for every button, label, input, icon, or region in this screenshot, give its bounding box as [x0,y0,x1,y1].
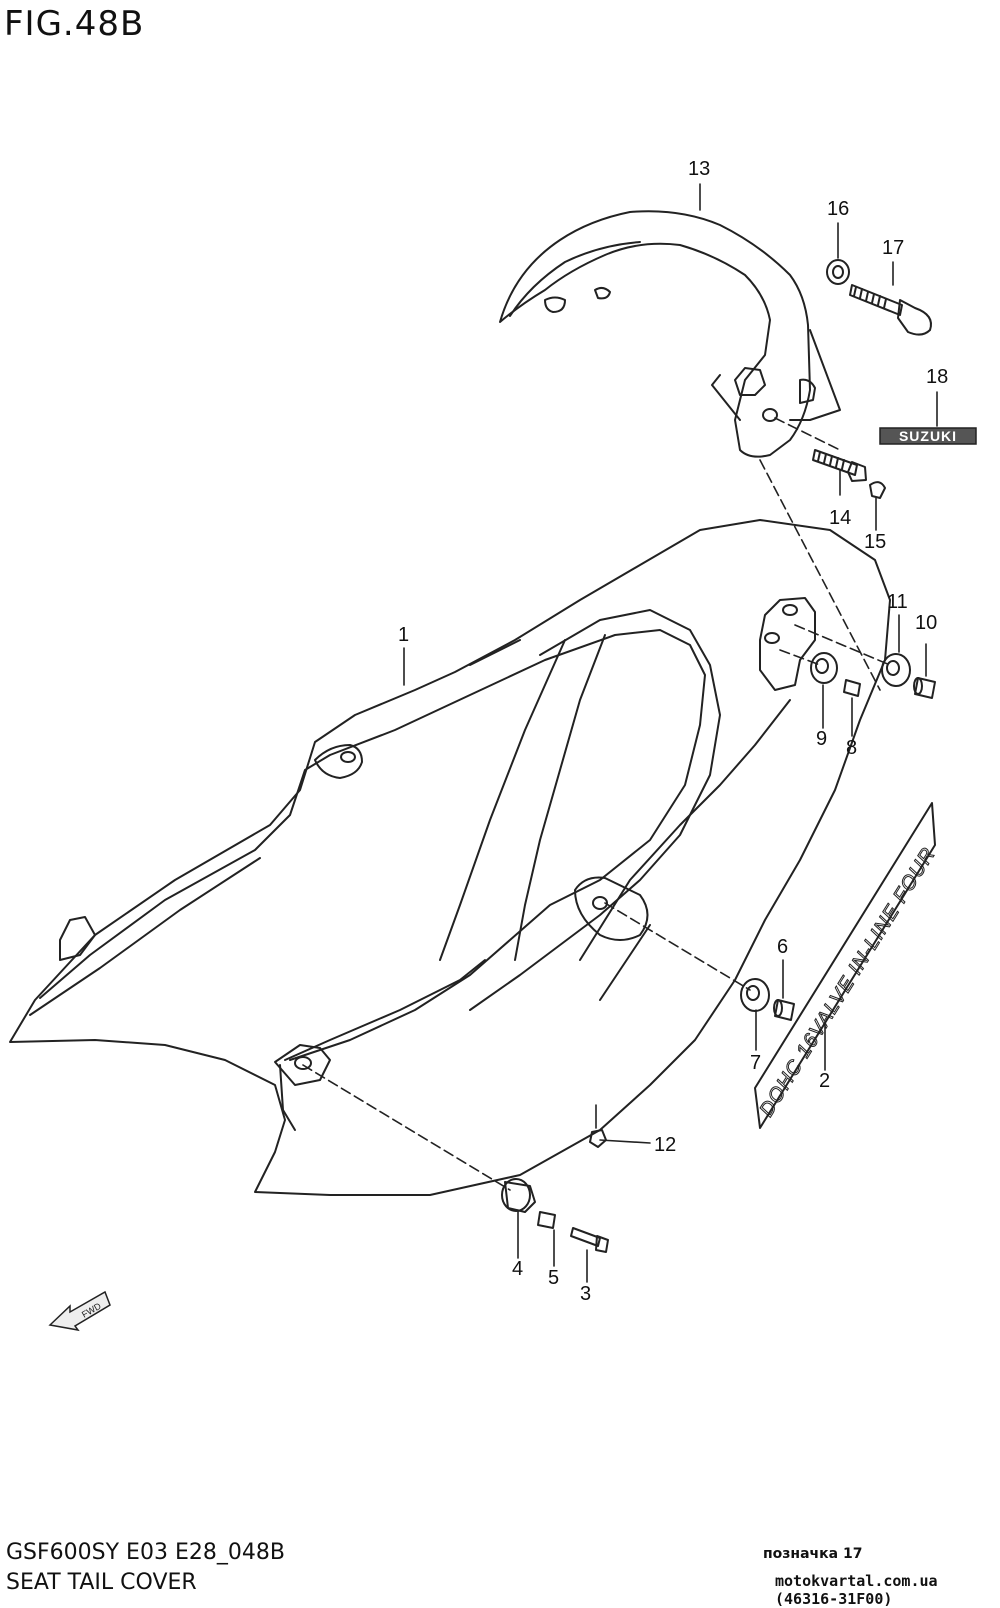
callout-9: 9 [816,728,828,750]
callout-15: 15 [864,531,887,553]
source-watermark: motokvartal.com.ua (46316-31F00) [775,1572,938,1608]
callout-10: 10 [915,612,938,634]
callout-2: 2 [819,1070,831,1092]
collar-part-10 [913,677,936,699]
bolt-part-17 [849,284,932,336]
fwd-arrow-icon: FWD [48,1290,111,1332]
collar-part-8 [843,679,861,697]
collar-part-6 [773,999,795,1021]
callout-18: 18 [926,366,949,388]
callout-13: 13 [688,158,711,180]
callout-17: 17 [882,237,905,259]
callout-16: 16 [827,198,850,220]
grommet-part-11 [881,653,911,687]
grommet-part-9 [810,652,838,684]
grommet-part-4 [501,1178,536,1213]
callout-5: 5 [548,1267,560,1289]
grommet-part-7 [740,978,770,1012]
callout-12: 12 [654,1134,677,1156]
callout-4: 4 [512,1258,524,1280]
figure-title: FIG.48B [4,4,145,44]
collar-part-5 [537,1211,556,1229]
section-title: SEAT TAIL COVER [6,1570,197,1595]
suzuki-emblem-part-18: SUZUKI [879,427,977,445]
callout-3: 3 [580,1283,592,1305]
seat-tail-cover-part-1 [9,519,891,1196]
suzuki-emblem-text: SUZUKI [899,428,957,444]
washer-part-16 [826,259,850,285]
dohc-decal-part-2 [754,802,936,1129]
marker-note: позначка 17 [763,1546,863,1562]
model-code: GSF600SY E03 E28_048B [6,1540,285,1565]
callout-1: 1 [398,624,410,646]
clip-part-12 [589,1129,607,1148]
callout-14: 14 [829,507,852,529]
grab-rail-part-13 [499,210,841,458]
cap-part-15 [869,481,886,499]
callout-8: 8 [846,737,858,759]
callout-6: 6 [777,936,789,958]
bolt-part-14 [812,449,867,482]
screw-part-3 [570,1227,609,1253]
callout-7: 7 [750,1052,762,1074]
callout-11: 11 [887,591,908,613]
